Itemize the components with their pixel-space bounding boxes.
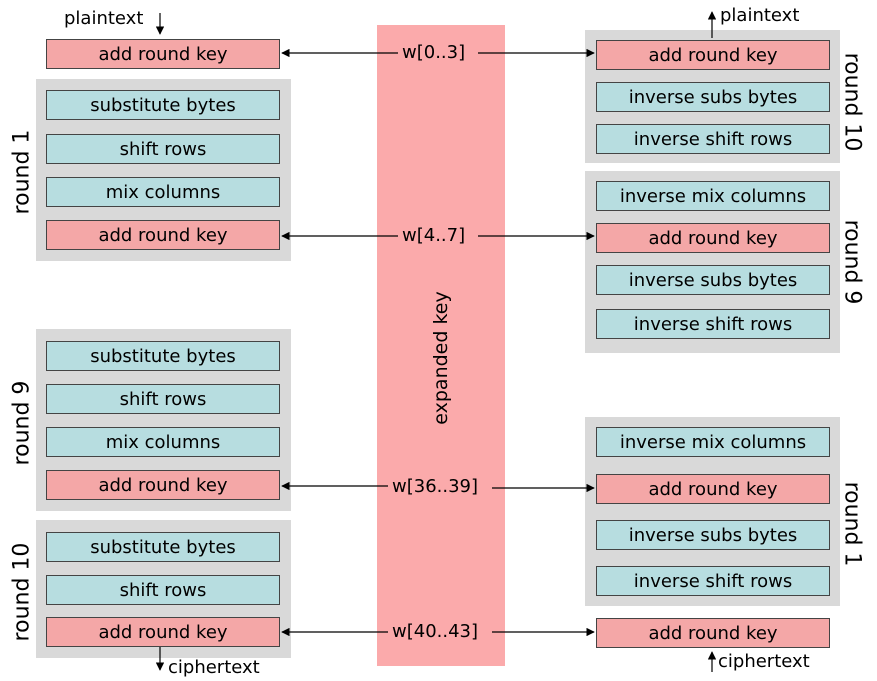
key-label-w40-43: w[40..43]: [390, 621, 481, 642]
expanded-key-bar: [377, 25, 505, 666]
decrypt-plaintext-label: plaintext: [720, 5, 800, 26]
encrypt-plaintext-label: plaintext: [64, 8, 144, 29]
encrypt-r9-substitute-bytes: substitute bytes: [46, 341, 280, 371]
key-label-w36-39: w[36..39]: [390, 476, 481, 497]
encrypt-r1-mix-columns: mix columns: [46, 177, 280, 207]
decrypt-r1-inverse-mix-columns: inverse mix columns: [596, 427, 830, 457]
decrypt-ciphertext-label: ciphertext: [718, 651, 810, 672]
decrypt-r9-inverse-subs-bytes: inverse subs bytes: [596, 265, 830, 295]
key-label-w0-3: w[0..3]: [400, 42, 468, 63]
key-label-w4-7: w[4..7]: [400, 225, 468, 246]
decrypt-r10-add-round-key: add round key: [596, 40, 830, 70]
encrypt-r10-add-round-key: add round key: [46, 617, 280, 647]
decrypt-r1-inverse-shift-rows: inverse shift rows: [596, 566, 830, 596]
decrypt-r10-inverse-subs-bytes: inverse subs bytes: [596, 82, 830, 112]
decrypt-final-add-round-key: add round key: [596, 618, 830, 648]
decrypt-r9-inverse-shift-rows: inverse shift rows: [596, 309, 830, 339]
decrypt-r9-inverse-mix-columns: inverse mix columns: [596, 181, 830, 211]
decrypt-r10-inverse-shift-rows: inverse shift rows: [596, 124, 830, 154]
encrypt-initial-add-round-key: add round key: [46, 39, 280, 69]
encrypt-r10-substitute-bytes: substitute bytes: [46, 532, 280, 562]
encrypt-r1-add-round-key: add round key: [46, 220, 280, 250]
encrypt-r1-substitute-bytes: substitute bytes: [46, 90, 280, 120]
decrypt-r1-add-round-key: add round key: [596, 474, 830, 504]
encrypt-r9-add-round-key: add round key: [46, 470, 280, 500]
encrypt-r1-shift-rows: shift rows: [46, 134, 280, 164]
decrypt-r9-add-round-key: add round key: [596, 223, 830, 253]
encrypt-r9-shift-rows: shift rows: [46, 384, 280, 414]
encrypt-ciphertext-label: ciphertext: [168, 657, 260, 678]
encrypt-r9-mix-columns: mix columns: [46, 427, 280, 457]
decrypt-r1-inverse-subs-bytes: inverse subs bytes: [596, 520, 830, 550]
encrypt-r10-shift-rows: shift rows: [46, 575, 280, 605]
